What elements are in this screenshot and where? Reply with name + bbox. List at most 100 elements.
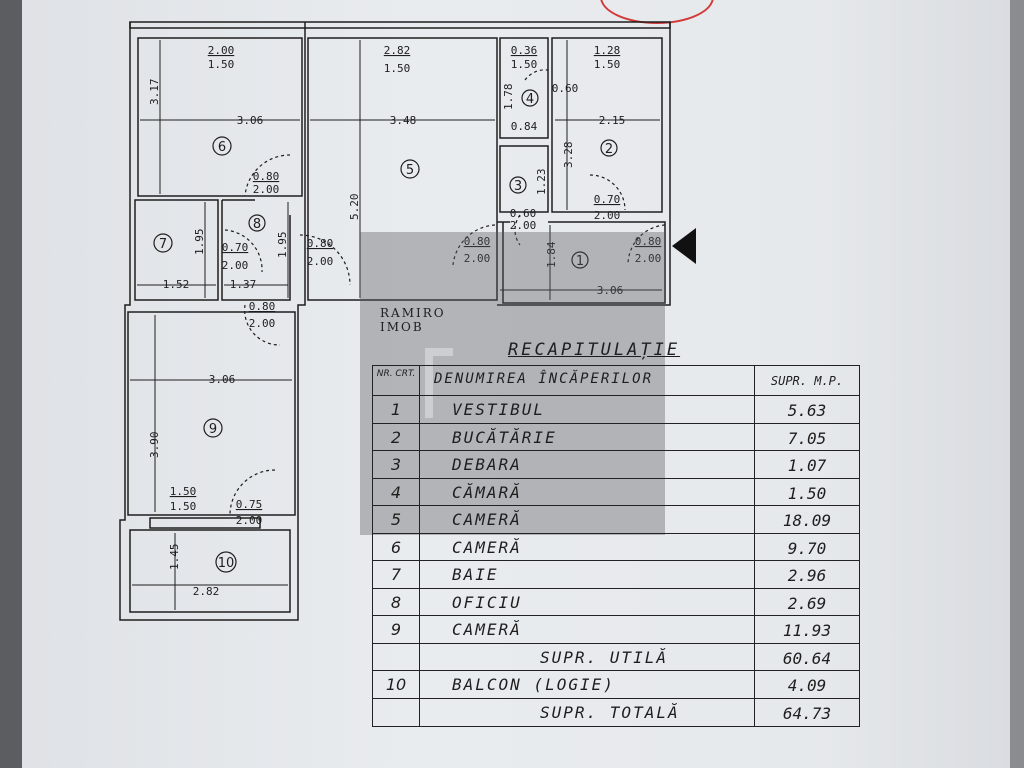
row-name: BAIE [420,561,755,588]
room-number: 10 [218,556,235,571]
dimension-label: 5.20 [348,194,361,221]
header-name: DENUMIREA ÎNCĂPERILOR [420,366,755,395]
summary-table: NR. CRT. DENUMIREA ÎNCĂPERILOR SUPR. M.P… [372,365,860,727]
dimension-label: 2.82 [193,585,220,598]
row-name: VESTIBUL [420,396,755,423]
window-width: 1.28 [594,44,621,57]
row-name: BUCĂTĂRIE [420,423,755,450]
dimension-label: 1.84 [545,241,558,268]
door-width: 0.80 [249,300,276,313]
summary-title: RECAPITULAȚIE [508,340,681,360]
dimension-label: 1.95 [193,229,206,256]
row-name: CAMERĂ [420,506,755,533]
table-header: NR. CRT. DENUMIREA ÎNCĂPERILOR SUPR. M.P… [373,366,859,396]
room-number: 4 [526,92,534,107]
room-number: 1 [576,254,584,269]
background-edge [1010,0,1024,768]
row-area: 5.63 [787,401,827,420]
walls [119,21,671,621]
door-height: 2.00 [307,255,334,268]
room-number: 2 [605,142,613,157]
row-area: 1.07 [787,456,827,475]
row-no: 2 [373,423,420,450]
dimension-label: 3.28 [562,142,575,169]
door-width: 0.70 [594,193,621,206]
paper-sheet [22,0,1012,768]
row-area: 4.09 [787,676,827,695]
watermark-text: RAMIRO IMOB [380,306,446,334]
dimension-label: 1.78 [502,84,515,111]
entrance-arrow-icon [672,228,696,264]
row-name: SUPR. UTILĂ [420,643,755,670]
watermark-logo-icon [425,348,453,418]
table-row-subtotal: SUPR. UTILĂ 60.64 [373,643,859,671]
watermark-line1: RAMIRO [380,306,446,320]
door-width: 0.80 [635,235,662,248]
room-number: 5 [406,163,414,178]
row-no: 4 [373,478,420,505]
door-width: 0.70 [222,241,249,254]
door-height: 2.00 [464,252,491,265]
room-number: 7 [159,237,167,252]
window-height: 1.50 [594,58,621,71]
door-width: 0.80 [307,237,334,250]
dimension-label: 3.06 [237,114,264,127]
dimension-label: 3.06 [597,284,624,297]
door-height: 2.00 [510,219,537,232]
door-swings [224,69,666,516]
dimension-label: 1.37 [230,278,257,291]
row-name: SUPR. TOTALĂ [420,698,755,726]
door-width: 0.75 [236,498,263,511]
row-no [373,698,420,726]
row-no: 7 [373,561,420,588]
header-no: NR. CRT. [373,366,420,395]
row-area: 1.50 [787,483,827,503]
door-height: 2.00 [253,183,280,196]
door-width: 0.60 [510,207,537,220]
row-name: DEBARA [420,451,755,478]
window-height: 1.50 [511,58,538,71]
door-height: 2.00 [635,252,662,265]
door-height: 2.00 [249,317,276,330]
row-no: 9 [373,616,420,643]
window-width: 2.82 [384,44,411,57]
row-name: CAMERĂ [420,533,755,560]
row-no: 10 [373,671,420,698]
dimension-label: 3.90 [148,432,161,459]
door-height: 2.00 [236,514,263,527]
table-row-total: SUPR. TOTALĂ 64.73 [373,698,859,726]
row-area: 60.64 [782,648,832,668]
header-area: SUPR. M.P. [770,374,844,388]
row-no [373,643,420,670]
room-number: 8 [253,217,261,232]
dimension-label: 1.23 [535,169,548,196]
row-name: CAMERĂ [420,616,755,643]
row-area: 64.73 [782,703,832,723]
window-height: 1.50 [384,62,411,75]
dimension-label: 3.06 [209,373,236,386]
row-name: OFICIU [420,588,755,615]
row-no: 3 [373,451,420,478]
window-width: 0.36 [511,44,538,57]
dimension-label: 1.45 [168,544,181,571]
dimension-label: 1.52 [163,278,190,291]
window-height: 1.50 [208,58,235,71]
row-no: 1 [373,396,420,423]
row-name: CĂMARĂ [420,478,755,505]
row-area: 7.05 [787,428,827,448]
dimension-label: 3.17 [148,79,161,106]
row-no: 6 [373,533,420,560]
watermark-line2: IMOB [380,320,424,334]
door-width: 0.80 [464,235,491,248]
window-width: 1.50 [170,485,197,498]
window-width: 2.00 [208,44,235,57]
